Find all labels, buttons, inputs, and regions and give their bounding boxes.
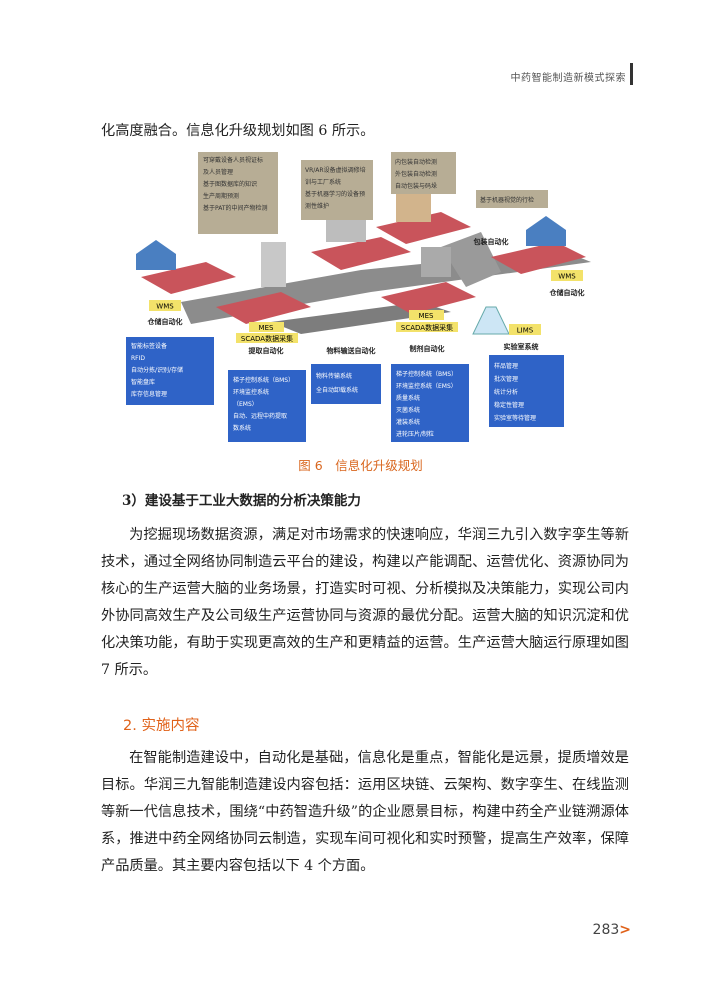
callout-top-mid	[301, 160, 373, 220]
callout-bottom-e-1: 批次管理	[494, 375, 518, 383]
wms-left-badge	[149, 300, 181, 311]
platform-pack	[376, 212, 471, 244]
callout-bottom-b-3: 自动、远程中药提取	[233, 412, 287, 420]
callout-bottom-e-2: 统计分析	[494, 388, 518, 396]
callout-top-mid-3: 测性维护	[305, 202, 329, 210]
page-number: 283>	[593, 922, 631, 938]
wms-right-label: WMS	[558, 273, 576, 281]
scada-right-label: SCADA数据采集	[401, 323, 453, 332]
conveyor-ramp	[441, 232, 501, 287]
mes-right-badge	[409, 310, 444, 320]
callout-bottom-d-3: 灭菌系统	[396, 406, 420, 414]
callout-bottom-d-5: 进轮压片/制粒	[396, 430, 434, 438]
paragraph-implementation-text: 在智能制造建设中，自动化是基础，信息化是重点，智能化是远景，提质增效是目标。华润…	[101, 750, 629, 874]
callout-bottom-a-0: 智能标签设备	[131, 342, 167, 350]
callout-bottom-a	[126, 337, 214, 405]
callout-top-left-1: 及人员管理	[203, 168, 233, 176]
stage-prep: 制剂自动化	[410, 344, 445, 353]
callout-top-right-1: 外包装自动检测	[395, 170, 437, 178]
extraction-tank	[261, 242, 286, 287]
stage-pack: 包装自动化	[474, 237, 509, 246]
lims-label: LIMS	[517, 327, 534, 335]
lims-badge	[509, 324, 541, 335]
platform-prep	[381, 282, 476, 314]
header-title: 中药智能制造新模式探索	[510, 73, 626, 84]
callout-top-left	[198, 152, 278, 234]
callout-far-right-0: 基于机器视觉的行检	[480, 196, 534, 204]
stage-storage-right: 仓储自动化	[549, 288, 585, 297]
callout-bottom-a-2: 自动分拣/识别/存储	[131, 366, 183, 374]
figure-6: 可穿戴设备人员视证标 及人员管理 基于图数据库的知识 生产周期预测 基于PAT的…	[121, 152, 602, 448]
callout-bottom-b-0: 梯子控制系统（BMS）	[233, 376, 294, 384]
wms-right-badge	[551, 270, 583, 281]
warehouse-right-icon	[526, 216, 566, 246]
callout-top-right-2: 自动包装与码垛	[395, 182, 437, 190]
page-number-value: 283	[592, 922, 620, 938]
callout-bottom-a-4: 库存信息管理	[131, 390, 167, 398]
page-arrow-icon: >	[619, 922, 631, 938]
callout-bottom-b-4: 数系统	[233, 424, 251, 432]
callout-top-mid-1: 训与工厂系统	[305, 178, 341, 186]
callout-bottom-c-0: 物料传输系统	[316, 372, 352, 380]
section-heading-2: 2. 实施内容	[123, 718, 200, 734]
callout-top-left-2: 基于图数据库的知识	[203, 180, 257, 188]
figure-caption: 图 6 信息化升级规划	[298, 458, 423, 473]
callout-bottom-c	[311, 364, 381, 404]
paragraph-implementation: 在智能制造建设中，自动化是基础，信息化是重点，智能化是远景，提质增效是目标。华润…	[101, 745, 629, 880]
callout-bottom-b-2: （EMS）	[233, 401, 258, 408]
mes-left-label: MES	[259, 324, 274, 332]
callout-bottom-e-3: 稳定性管理	[494, 401, 524, 409]
stage-lab: 实验室系统	[504, 342, 539, 351]
callout-top-right	[391, 152, 456, 194]
figure-6-diagram: 可穿戴设备人员视证标 及人员管理 基于图数据库的知识 生产周期预测 基于PAT的…	[121, 152, 602, 448]
callout-bottom-e-4: 实验室等待管理	[494, 414, 536, 422]
callout-bottom-c-1: 全自动卸载系统	[316, 386, 358, 394]
callout-bottom-d-2: 质量系统	[396, 394, 420, 402]
callout-top-right-0: 内包装自动检测	[395, 158, 437, 166]
platform-storage-left	[141, 262, 236, 294]
callout-bottom-b-1: 环境监控系统	[233, 388, 269, 396]
callout-far-right	[476, 190, 548, 208]
paragraph-analysis-text: 为挖掘现场数据资源，满足对市场需求的快速响应，华润三九引入数字孪生等新技术，通过…	[101, 527, 629, 678]
callout-bottom-e-0: 样品管理	[494, 362, 518, 370]
callout-top-left-0: 可穿戴设备人员视证标	[203, 156, 263, 164]
scada-left-badge	[236, 333, 298, 343]
callout-bottom-d-4: 灌装系统	[396, 418, 420, 426]
callout-top-mid-0: VR/AR设备虚拟调修培	[305, 166, 366, 174]
platform-mid	[311, 237, 411, 270]
callout-bottom-e	[489, 355, 564, 427]
callout-bottom-d-0: 梯子控制系统（BMS）	[396, 370, 457, 378]
stage-storage-left: 仓储自动化	[147, 317, 183, 326]
stage-transport: 物料输送自动化	[327, 346, 376, 355]
callout-bottom-d	[391, 364, 469, 442]
wms-left-label: WMS	[156, 303, 174, 311]
callout-bottom-a-3: 智能盘库	[131, 378, 155, 386]
scada-left-label: SCADA数据采集	[241, 334, 293, 343]
preparation-machine	[421, 247, 451, 277]
callout-top-left-4: 基于PAT的中间产物检测	[203, 204, 268, 212]
callout-bottom-b	[228, 370, 306, 442]
scada-right-badge	[396, 322, 458, 332]
callout-top-left-3: 生产周期预测	[203, 192, 239, 200]
callout-top-mid-2: 基于机器学习的设备预	[305, 190, 365, 198]
section-heading-3: 3）建设基于工业大数据的分析决策能力	[122, 493, 361, 509]
mes-left-badge	[249, 322, 284, 332]
intro-line: 化高度融合。信息化升级规划如图 6 所示。	[101, 123, 375, 139]
callout-bottom-d-1: 环境监控系统（EMS）	[396, 382, 457, 390]
platform-storage-right	[491, 242, 586, 274]
header-rule	[630, 63, 633, 85]
platform-extract	[216, 292, 311, 324]
callout-bottom-a-1: RFID	[131, 355, 145, 362]
mes-right-label: MES	[419, 312, 434, 320]
stage-extract: 提取自动化	[248, 346, 284, 355]
warehouse-left-icon	[136, 240, 176, 270]
paragraph-analysis: 为挖掘现场数据资源，满足对市场需求的快速响应，华润三九引入数字孪生等新技术，通过…	[101, 522, 629, 684]
